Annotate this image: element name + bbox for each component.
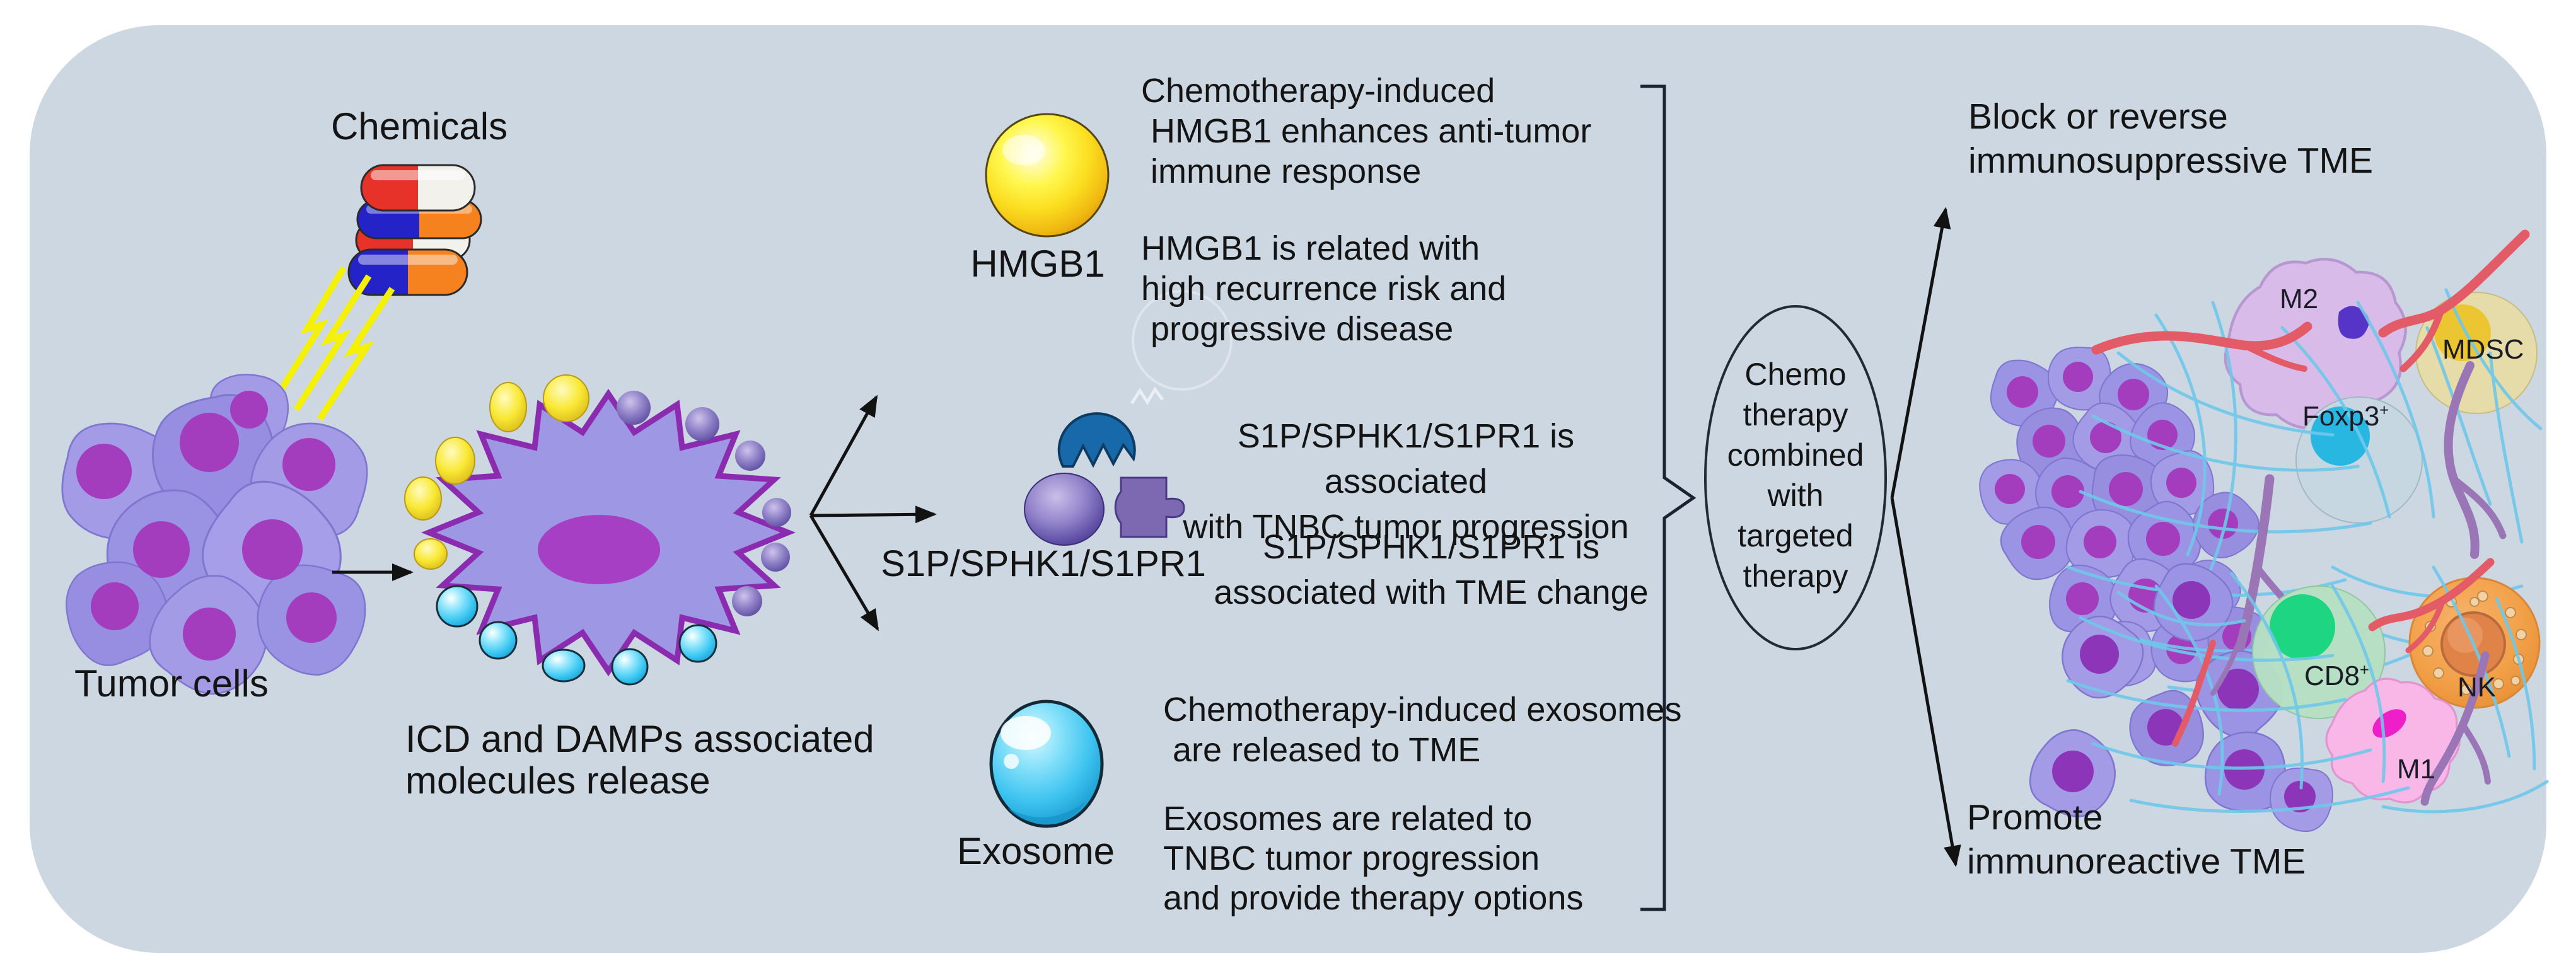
watermark-squiggle — [1130, 386, 1164, 405]
hmgb1-finding-2: HMGB1 is related with high recurrence ri… — [1141, 229, 1507, 348]
lightning-bolts-icon — [274, 266, 395, 421]
outcome-promote-label: Promote immunoreactive TME — [1967, 797, 2306, 882]
m2-nucleus — [2338, 306, 2369, 339]
s1p-finding-2: S1P/SPHK1/S1PR1 is associated with TME c… — [1214, 528, 1649, 611]
blood-vessel — [2172, 558, 2495, 747]
sphere-highlight — [1002, 135, 1045, 165]
mdsc-label: MDSC — [2442, 334, 2524, 365]
lightning-bolt — [293, 274, 372, 412]
damp-molecules — [404, 374, 791, 686]
spiky-cell-nucleus — [538, 515, 660, 584]
foxp3-label: Foxp3+ — [2302, 401, 2389, 432]
s1p-label: S1P/SPHK1/S1PR1 — [881, 543, 1206, 584]
pill-capsules-icon — [347, 164, 482, 296]
outcome-block-label: Block or reverse immunosuppressive TME — [1968, 96, 2374, 181]
m2-label: M2 — [2280, 284, 2319, 314]
mdsc-nucleus — [2434, 304, 2491, 361]
cd8-nucleus — [2270, 594, 2335, 660]
cd8-label: CD8+ — [2304, 660, 2369, 691]
hmgb1-sphere-icon — [985, 113, 1110, 238]
arrow — [810, 505, 937, 524]
therapy-ellipse — [1704, 305, 1887, 650]
s1p-sphere — [1024, 473, 1105, 546]
sphk1-enzyme — [1057, 412, 1136, 468]
therapy-node-label: Chemo therapy combined with targeted the… — [1727, 357, 1864, 594]
s1p-finding-1: S1P/SPHK1/S1PR1 is associated with TNBC … — [1183, 417, 1629, 546]
arrow — [809, 395, 878, 517]
release-arrows — [809, 395, 937, 631]
foxp3-nucleus — [2311, 406, 2370, 466]
icd-caption: ICD and DAMPs associated molecules relea… — [405, 718, 874, 802]
s1p-molecules — [617, 391, 791, 616]
outcome-arrows — [1890, 207, 1961, 867]
tumor-cells-label: Tumor cells — [74, 662, 269, 705]
tumor-nuclei — [76, 391, 337, 660]
nk-label: NK — [2457, 672, 2497, 703]
lightning-bolt — [316, 287, 395, 421]
sphere-highlight — [1001, 716, 1051, 750]
exosome-label: Exosome — [956, 830, 1115, 872]
exosome-finding-1: Chemotherapy-induced exosomes are releas… — [1163, 691, 1682, 769]
tumor-nuclei — [1995, 362, 2251, 669]
capsule-blue-orange — [347, 248, 468, 296]
purple-vessel — [2210, 625, 2491, 806]
arrow — [809, 514, 879, 631]
chemicals-label: Chemicals — [331, 105, 508, 147]
capsule-red-white — [360, 164, 476, 212]
exosome-finding-2: Exosomes are related to TNBC tumor progr… — [1163, 800, 1584, 917]
hmgb1-finding-1: Chemotherapy-induced HMGB1 enhances anti… — [1141, 72, 1592, 190]
arrow — [1890, 207, 1951, 499]
watermark-circle — [1132, 290, 1233, 391]
sphere-shadow — [1007, 802, 1086, 824]
sphere-highlight — [1004, 754, 1019, 769]
hmgb1-molecules — [404, 374, 589, 570]
exosome-molecules — [436, 585, 717, 686]
tumor-cell-cluster — [49, 373, 383, 715]
exosome-sphere-icon — [989, 700, 1104, 828]
lightning-bolt — [274, 266, 347, 398]
s1pr1-receptor — [1114, 476, 1185, 538]
bracket — [1640, 84, 1697, 911]
dying-tumor-cell-icon — [421, 388, 796, 677]
arrow — [1890, 497, 1961, 867]
s1p-complex-icon — [1024, 290, 1233, 546]
immunoreactive-tme-illustration — [2017, 552, 2549, 836]
tumor-nuclei — [2052, 581, 2316, 812]
hmgb1-label: HMGB1 — [970, 243, 1105, 285]
m1-label: M1 — [2397, 754, 2436, 785]
immunosuppressive-tme-illustration — [1970, 229, 2543, 694]
blood-vessel — [2091, 229, 2530, 372]
